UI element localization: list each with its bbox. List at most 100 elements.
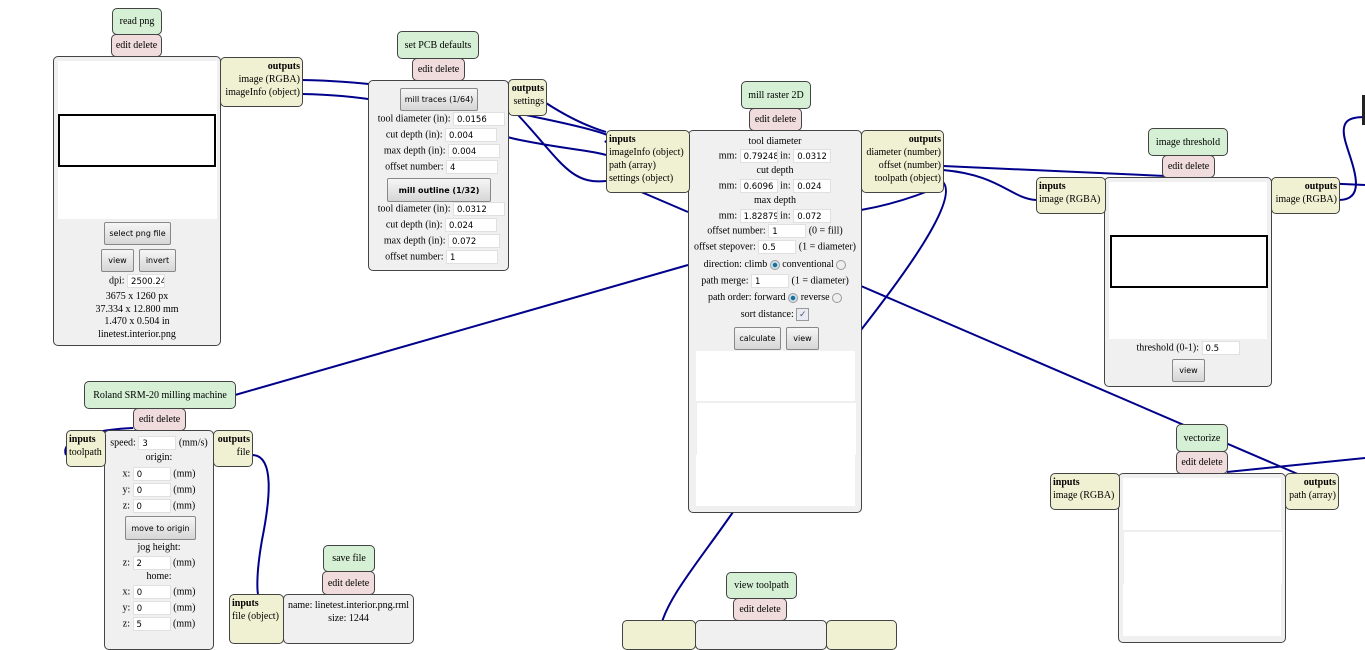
edit-delete-button[interactable]: edit delete [133, 408, 186, 431]
origin-label: origin: [145, 452, 173, 463]
unit-label: (mm) [173, 557, 196, 569]
tool-diameter-mm-input[interactable]: 0.79248 [739, 149, 778, 163]
output-port[interactable]: image (RGBA) [1275, 194, 1337, 205]
input-port[interactable]: settings (object) [609, 173, 674, 184]
module-title-view-toolpath[interactable]: view toolpath [726, 572, 797, 599]
edit-delete-button[interactable]: edit delete [1162, 155, 1215, 178]
max-depth-input[interactable]: 0.004 [448, 144, 500, 158]
origin-y-input[interactable]: 0 [132, 483, 171, 497]
module-title-image-threshold[interactable]: image threshold [1148, 128, 1228, 156]
view-button[interactable]: view [101, 249, 134, 272]
output-port[interactable]: image (RGBA) [238, 74, 300, 85]
home-z-input[interactable]: 5 [132, 617, 171, 631]
image-preview [1109, 182, 1268, 339]
mill-raster-inputs: inputs imageInfo (object) path (array) s… [606, 130, 690, 193]
field-label: cut depth (in): [385, 219, 443, 231]
edit-delete-button[interactable]: edit delete [1176, 451, 1228, 474]
conventional-radio[interactable] [836, 259, 847, 270]
mill-traces-button[interactable]: mill traces (1/64) [400, 88, 478, 111]
output-port[interactable]: path (array) [1289, 490, 1336, 501]
input-port[interactable]: file (object) [232, 611, 279, 622]
forward-radio[interactable] [788, 292, 799, 303]
axis-label: x: [122, 468, 131, 480]
edit-delete-button[interactable]: edit delete [412, 58, 465, 81]
edit-delete-button[interactable]: edit delete [733, 598, 787, 621]
cut-depth-in-input[interactable]: 0.024 [793, 179, 832, 193]
axis-label: y: [122, 484, 131, 496]
module-title-vectorize[interactable]: vectorize [1176, 424, 1228, 452]
input-port[interactable]: toolpath [69, 447, 102, 458]
jog-z-input[interactable]: 2 [132, 556, 171, 570]
path-order-label: path order: forward [707, 292, 786, 303]
view-button[interactable]: view [1172, 359, 1205, 382]
save-file-panel: name: linetest.interior.png.rml size: 12… [283, 594, 414, 644]
module-title-save-file[interactable]: save file [323, 545, 375, 572]
home-y-input[interactable]: 0 [132, 601, 171, 615]
tool-diameter-input[interactable]: 0.0156 [453, 112, 505, 126]
cut-depth-input[interactable]: 0.024 [445, 218, 497, 232]
field-label: tool diameter (in): [377, 203, 451, 215]
output-port[interactable]: file [236, 447, 250, 458]
climb-radio[interactable] [769, 259, 780, 270]
traces-fields: tool diameter (in): 0.0156 cut depth (in… [369, 112, 510, 176]
axis-label: z: [122, 500, 130, 512]
wire-file [251, 454, 270, 595]
cut-depth-input[interactable]: 0.004 [445, 128, 497, 142]
roland-panel: speed: 3 (mm/s) origin: x: 0 (mm) y: 0 (… [104, 430, 214, 650]
tool-diameter-in-input[interactable]: 0.0312 [793, 149, 832, 163]
max-depth-mm-input[interactable]: 1.8287999 [739, 209, 778, 223]
threshold-inputs: inputs image (RGBA) [1036, 177, 1106, 214]
output-port[interactable]: toolpath (object) [874, 173, 941, 184]
edit-delete-button[interactable]: edit delete [111, 34, 162, 57]
threshold-input[interactable]: 0.5 [1201, 341, 1240, 355]
offset-number-label: offset number: [707, 225, 766, 237]
input-port[interactable]: image (RGBA) [1053, 490, 1115, 501]
input-port[interactable]: image (RGBA) [1039, 194, 1101, 205]
module-title-roland-srm20[interactable]: Roland SRM-20 milling machine [84, 381, 236, 409]
outputs-label: outputs [1303, 477, 1336, 488]
offset-number-input[interactable]: 1 [768, 224, 807, 238]
outputs-label: outputs [1304, 181, 1337, 192]
module-title-read-png[interactable]: read png [112, 8, 162, 35]
mill-outline-button[interactable]: mill outline (1/32) [387, 178, 491, 202]
toolpath-canvas [696, 351, 855, 401]
origin-x-input[interactable]: 0 [132, 467, 171, 481]
read-png-panel: select png file view invert dpi: 2500.24… [53, 56, 221, 346]
input-port[interactable]: imageInfo (object) [609, 147, 684, 158]
offset-number-input[interactable]: 1 [446, 250, 498, 264]
view-button[interactable]: view [786, 327, 819, 350]
reverse-radio[interactable] [832, 292, 843, 303]
speed-input[interactable]: 3 [138, 436, 177, 450]
output-port[interactable]: settings [513, 96, 544, 107]
output-port[interactable]: diameter (number) [866, 147, 941, 158]
edit-delete-button[interactable]: edit delete [749, 108, 802, 131]
move-to-origin-button[interactable]: move to origin [125, 516, 196, 540]
output-port[interactable]: offset (number) [878, 160, 941, 171]
edit-delete-button[interactable]: edit delete [322, 571, 375, 595]
path-merge-input[interactable]: 1 [751, 274, 790, 288]
max-depth-input[interactable]: 0.072 [448, 234, 500, 248]
cut-depth-heading: cut depth [756, 165, 794, 176]
output-port[interactable]: imageInfo (object) [225, 87, 300, 98]
inputs-label: inputs [1053, 477, 1080, 488]
offset-number-input[interactable]: 4 [446, 160, 498, 174]
invert-button[interactable]: invert [139, 249, 176, 272]
origin-z-input[interactable]: 0 [132, 499, 171, 513]
cut-depth-mm-input[interactable]: 0.6096 [739, 179, 778, 193]
unit-label: (mm) [173, 500, 196, 512]
size-mm: 37.334 x 12.800 mm [95, 304, 179, 315]
input-port[interactable]: path (array) [609, 160, 656, 171]
dpi-input[interactable]: 2500.249 [127, 274, 166, 288]
tool-diameter-input[interactable]: 0.0312 [453, 202, 505, 216]
offset-stepover-input[interactable]: 0.5 [758, 240, 797, 254]
sort-distance-checkbox[interactable]: ✓ [796, 308, 810, 322]
outputs-label: outputs [217, 434, 250, 445]
select-png-file-button[interactable]: select png file [104, 222, 171, 245]
direction-label: direction: climb [703, 259, 768, 270]
module-title-mill-raster-2d[interactable]: mill raster 2D [741, 81, 811, 109]
module-title-set-pcb-defaults[interactable]: set PCB defaults [397, 31, 479, 59]
home-x-input[interactable]: 0 [132, 585, 171, 599]
vectorize-inputs: inputs image (RGBA) [1050, 473, 1120, 510]
calculate-button[interactable]: calculate [734, 327, 781, 350]
max-depth-in-input[interactable]: 0.072 [793, 209, 832, 223]
